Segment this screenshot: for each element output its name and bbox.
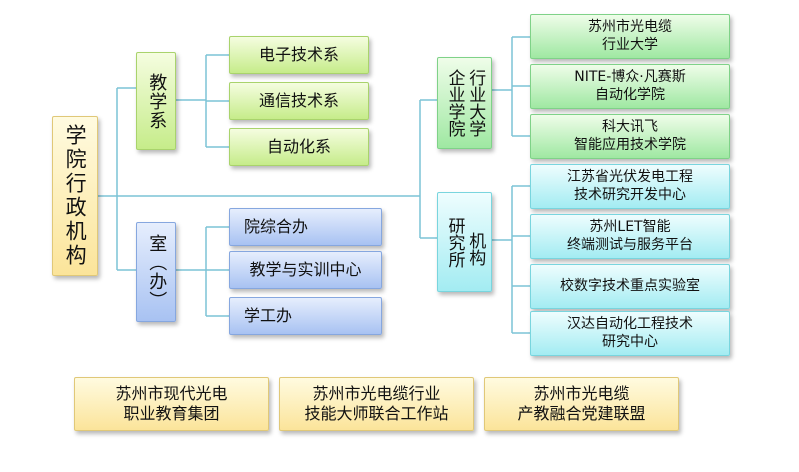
enterprise-item-1: NITE-博众·凡赛斯 自动化学院 (530, 64, 730, 109)
root-label: 学院行政机构 (63, 124, 88, 268)
enterprise-item-2: 科大讯飞 智能应用技术学院 (530, 114, 730, 159)
teaching-item-2: 自动化系 (229, 128, 369, 166)
research-item-2: 校数字技术重点实验室 (530, 264, 730, 309)
research-item-1: 苏州LET智能 终端测试与服务平台 (530, 214, 730, 259)
enterprise-title-col1: 企业学院 (444, 69, 465, 137)
bottom-item-2: 苏州市光电缆 产教融合党建联盟 (484, 377, 679, 431)
office-item-1: 教学与实训中心 (229, 251, 382, 289)
enterprise-item-0: 苏州市光电缆 行业大学 (530, 14, 730, 59)
teaching-item-1: 通信技术系 (229, 82, 369, 120)
bottom-item-0: 苏州市现代光电 职业教育集团 (74, 377, 269, 431)
research-institute-node: 机构 研究所 (437, 192, 492, 292)
root-node: 学院行政机构 (52, 116, 98, 276)
research-title-col2: 机构 (465, 232, 486, 266)
office-node: 室（办） (136, 222, 176, 322)
research-item-0: 江苏省光伏发电工程 技术研究开发中心 (530, 164, 730, 209)
office-item-2: 学工办 (229, 297, 382, 335)
office-label: 室（办） (146, 234, 168, 310)
teaching-dept-node: 教学系 (136, 52, 176, 150)
research-title-col1: 研究所 (444, 216, 465, 268)
office-item-0: 院综合办 (229, 208, 382, 246)
research-item-3: 汉达自动化工程技术 研究中心 (530, 311, 730, 356)
teaching-dept-label: 教学系 (146, 72, 168, 130)
teaching-item-0: 电子技术系 (229, 36, 369, 74)
enterprise-title-col2: 行业大学 (465, 69, 486, 137)
bottom-item-1: 苏州市光电缆行业 技能大师联合工作站 (279, 377, 474, 431)
enterprise-college-node: 行业大学 企业学院 (437, 57, 492, 149)
